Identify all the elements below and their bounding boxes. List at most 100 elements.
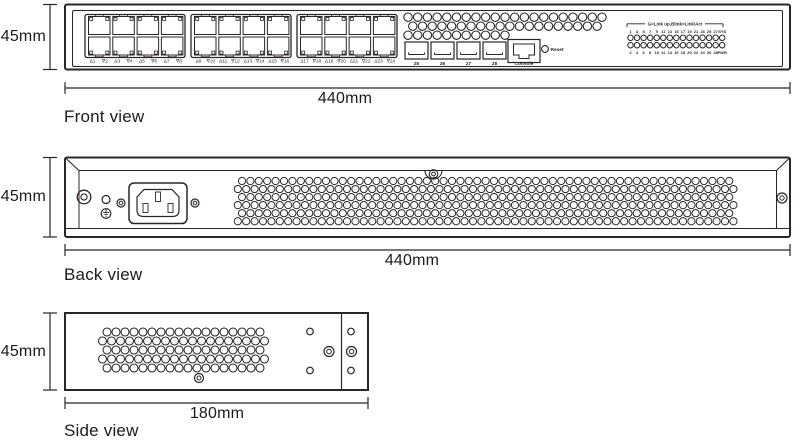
led-indicator (718, 41, 726, 49)
vent-hole (615, 209, 625, 218)
vent-hole (670, 201, 679, 210)
vent-hole (426, 217, 436, 226)
vent-hole (548, 12, 559, 22)
rj45-port-latch (355, 14, 365, 17)
vent-hole (106, 336, 117, 346)
power-inlet-pin (155, 191, 161, 202)
port-label: ∇14 (255, 59, 265, 65)
vent-hole (569, 184, 578, 194)
vent-hole (592, 21, 602, 31)
vent-hole (412, 12, 423, 22)
rj45-port-notch (211, 50, 216, 55)
vent-hole (500, 30, 510, 40)
console-label: Console (515, 61, 534, 67)
vent-hole (599, 176, 608, 186)
vent-hole (657, 193, 667, 202)
vent-hole (687, 184, 696, 194)
led-bottom-label: 4 (636, 50, 639, 55)
vent-hole (418, 217, 427, 226)
vent-hole (397, 209, 406, 218)
vent-hole (393, 217, 402, 226)
vent-hole (111, 327, 121, 337)
vent-hole (246, 345, 256, 355)
vent-hole (578, 217, 587, 226)
vent-hole (160, 336, 171, 346)
vent-hole (452, 201, 461, 210)
vent-hole (500, 12, 510, 22)
vent-hole (321, 193, 331, 202)
vent-hole (422, 12, 433, 22)
side-view (43, 312, 369, 409)
vent-hole (241, 354, 252, 364)
vent-hole (691, 176, 700, 186)
rj45-port-latch (379, 14, 389, 17)
vent-hole (628, 184, 637, 194)
vent-hole (178, 336, 189, 346)
port-group (84, 13, 186, 59)
led-header-label: G=Link up,Blink=Link/Act (648, 22, 703, 27)
back-width-dim-label: 440mm (384, 252, 440, 269)
vent-hole (284, 217, 293, 226)
rj45-port-notch (365, 16, 370, 21)
rj45-port (194, 36, 217, 56)
vent-hole (674, 193, 683, 202)
vent-hole (380, 193, 389, 202)
vent-hole (242, 217, 251, 226)
vent-hole (305, 193, 314, 202)
vent-hole (338, 209, 347, 218)
mount-hole (306, 366, 314, 375)
vent-hole (552, 184, 562, 194)
vent-hole (326, 201, 335, 210)
vent-hole (410, 184, 419, 194)
vent-hole (187, 336, 198, 346)
vent-hole (519, 201, 528, 210)
port-label: ∇6 (150, 59, 157, 65)
vent-hole (393, 184, 402, 194)
rj45-port-notch (211, 16, 216, 21)
vent-hole (485, 184, 494, 194)
vent-hole (498, 176, 507, 186)
vent-hole (471, 30, 481, 40)
vent-hole (156, 345, 166, 355)
vent-hole (435, 201, 444, 210)
vent-hole (536, 184, 545, 194)
rj45-port-notch (195, 50, 200, 55)
vent-hole (326, 217, 335, 226)
port-label: Δ9 (196, 59, 202, 65)
vent-hole (548, 209, 557, 218)
vent-hole (540, 193, 549, 202)
rj45-port-notch (129, 50, 134, 55)
vent-hole (683, 193, 692, 202)
vent-hole (288, 209, 297, 218)
vent-hole (489, 176, 499, 186)
vent-hole (615, 193, 625, 202)
power-inlet-pin (142, 203, 149, 213)
rj45-port (348, 36, 372, 56)
vent-hole (412, 30, 423, 40)
vent-hole (464, 193, 473, 202)
power-inlet-socket (136, 188, 180, 218)
vent-hole (561, 217, 570, 226)
vent-hole (309, 201, 318, 210)
vent-hole (246, 176, 255, 186)
vent-hole (403, 12, 413, 22)
vent-hole (708, 209, 717, 218)
screw-hole (348, 348, 355, 355)
led-indicator (673, 34, 680, 42)
vent-hole (408, 21, 418, 31)
vent-hole (565, 176, 574, 186)
rj45-port-latch (306, 54, 316, 58)
vent-hole (442, 12, 452, 22)
port-label: Δ23 (374, 59, 383, 65)
led-top-label: 25 (707, 29, 712, 34)
vent-hole (313, 176, 322, 186)
vent-hole (313, 193, 322, 202)
vent-hole (232, 354, 243, 364)
vent-hole (468, 201, 478, 210)
port-label: Δ7 (164, 59, 170, 65)
vent-hole (183, 345, 193, 355)
vent-hole (380, 209, 389, 218)
vent-hole (219, 327, 229, 337)
vent-hole (397, 176, 406, 186)
port-label: ∇20 (336, 59, 346, 65)
